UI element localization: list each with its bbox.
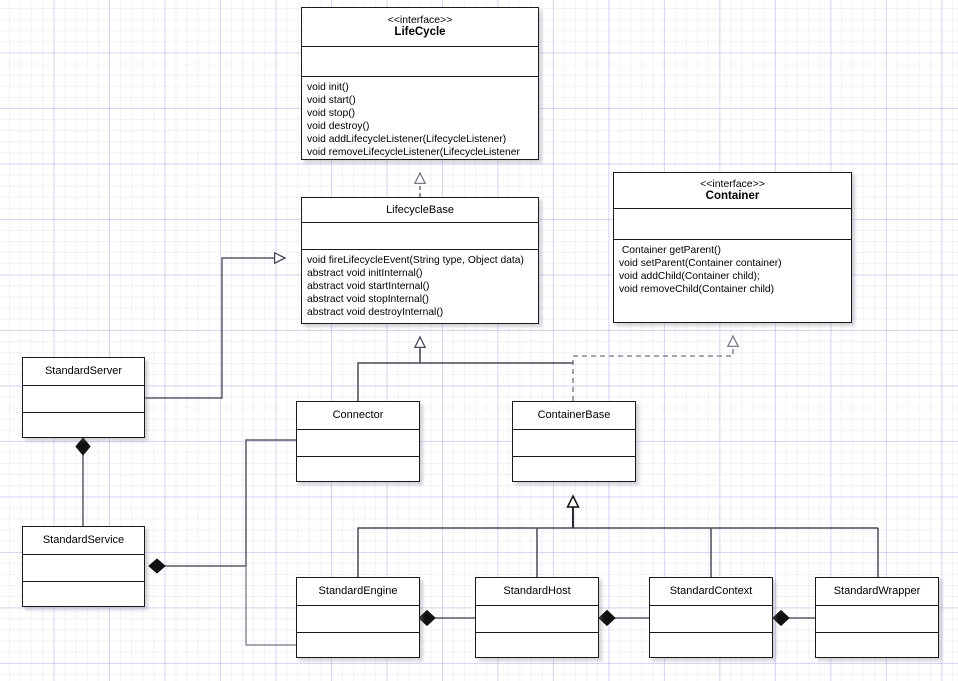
class-name-standardwrapper: StandardWrapper [833,585,921,598]
class-name-standardcontext: StandardContext [669,585,753,598]
operation-line: void init() [307,82,349,93]
operation-line: void fireLifecycleEvent(String type, Obj… [307,255,524,266]
edge-standardengine-to-standardhost [418,609,475,627]
class-name-standardhost: StandardHost [503,585,571,598]
class-header-standardwrapper: StandardWrapper [816,578,938,606]
edge-standardhost-to-standardcontext [598,609,649,627]
operation-line: abstract void stopInternal() [307,294,429,306]
operation-line: void destroy() [307,121,370,133]
class-box-lifecyclebase[interactable]: LifecycleBase void fireLifecycleEvent(Str… [301,197,539,324]
edge-containerbase-to-container [572,336,733,401]
class-attributes-standardservice [23,555,144,582]
class-box-standardwrapper[interactable]: StandardWrapper [815,577,939,658]
class-operations-standardhost [476,633,598,640]
class-attributes-container [614,209,851,240]
class-operations-standardcontext [650,633,772,640]
class-header-standardservice: StandardService [23,527,144,555]
class-name-standardengine: StandardEngine [318,585,398,598]
edge-standardserver-to-standardservice [75,437,91,526]
class-box-standardserver[interactable]: StandardServer [22,357,145,438]
class-box-container[interactable]: <<interface>>Container Container getPare… [613,172,852,323]
class-header-lifecyclebase: LifecycleBase [302,198,538,223]
class-attributes-lifecycle [302,47,538,77]
class-attributes-standardserver [23,386,144,413]
class-header-container: <<interface>>Container [614,173,851,209]
class-stereotype-container: <<interface>> [700,177,765,190]
class-operations-container: Container getParent() void setParent(Cont… [614,240,851,299]
class-name-lifecycle: LifeCycle [394,26,446,39]
class-attributes-lifecyclebase [302,223,538,250]
class-stereotype-lifecycle: <<interface>> [387,14,453,27]
class-operations-connector [297,457,419,464]
class-header-standardserver: StandardServer [23,358,144,386]
operation-line: Container getParent() [619,245,721,256]
class-name-lifecyclebase: LifecycleBase [386,203,454,216]
operation-line: abstract void startInternal() [307,281,430,293]
class-operations-standardserver [23,413,144,420]
class-name-container: Container [705,189,760,202]
class-operations-standardwrapper [816,633,938,640]
edge-subclasses-to-lifecyclebase [357,337,573,401]
class-box-standardservice[interactable]: StandardService [22,526,145,607]
operation-line: void removeChild(Container child) [619,284,775,296]
class-operations-standardservice [23,582,144,589]
class-name-standardserver: StandardServer [44,365,123,378]
operation-line: void stop() [307,108,356,120]
class-header-standardcontext: StandardContext [650,578,772,606]
operation-line: void setParent(Container container) [619,258,782,270]
operation-line: void addChild(Container child); [619,271,760,283]
class-box-lifecycle[interactable]: <<interface>>LifeCycle void init() void st… [301,7,539,160]
class-header-containerbase: ContainerBase [513,402,635,430]
class-attributes-standardengine [297,606,419,633]
class-attributes-standardhost [476,606,598,633]
class-header-connector: Connector [297,402,419,430]
class-name-standardservice: StandardService [42,534,125,547]
class-operations-lifecyclebase: void fireLifecycleEvent(String type, Obj… [302,250,538,322]
class-name-connector: Connector [332,409,384,422]
class-box-standardhost[interactable]: StandardHost [475,577,599,658]
edge-standardservice-compositions [148,439,296,646]
class-operations-containerbase [513,457,635,464]
class-box-standardengine[interactable]: StandardEngine [296,577,420,658]
class-header-standardhost: StandardHost [476,578,598,606]
class-header-lifecycle: <<interface>>LifeCycle [302,8,538,47]
operation-line: void removeLifecycleListener(LifecycleLi… [307,147,520,159]
class-name-containerbase: ContainerBase [537,409,611,422]
class-operations-standardengine [297,633,419,640]
class-header-standardengine: StandardEngine [297,578,419,606]
operation-line: abstract void initInternal() [307,268,423,280]
edge-standardcontext-to-standardwrapper [772,609,815,627]
class-attributes-standardcontext [650,606,772,633]
edge-standardserver-to-lifecyclebase [145,258,285,399]
class-operations-lifecycle: void init() void start()void stop()void d… [302,77,538,162]
class-attributes-standardwrapper [816,606,938,633]
class-attributes-containerbase [513,430,635,457]
class-attributes-connector [297,430,419,457]
operation-line: void start() [307,95,356,107]
class-box-connector[interactable]: Connector [296,401,420,482]
operation-line: abstract void destroyInternal() [307,307,444,319]
class-box-standardcontext[interactable]: StandardContext [649,577,773,658]
edge-standard-classes-to-containerbase [357,496,879,577]
operation-line: void addLifecycleListener(LifecycleListe… [307,134,507,146]
class-box-containerbase[interactable]: ContainerBase [512,401,636,482]
